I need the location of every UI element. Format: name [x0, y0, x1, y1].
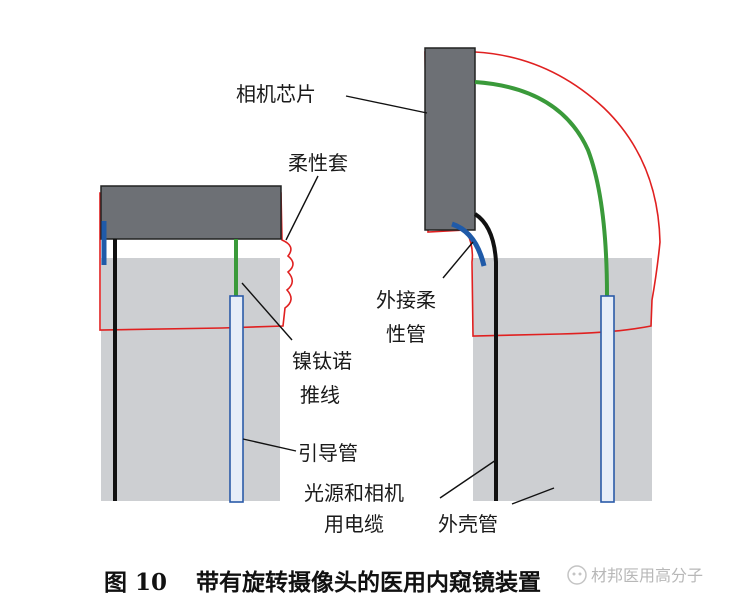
figure-title: 带有旋转摄像头的医用内窥镜装置 — [196, 569, 541, 596]
leader-nitinol-wire — [241, 282, 293, 341]
camera-chip-right — [424, 47, 476, 231]
leader-flexible-sleeve — [285, 175, 319, 241]
cable-right — [473, 212, 498, 501]
guide-tube-left — [229, 295, 244, 503]
label-camera-chip: 相机芯片 — [236, 82, 316, 106]
figure-number: 图 10 — [104, 569, 167, 596]
leader-camera-chip — [345, 95, 428, 114]
external-flex-tube-right — [451, 221, 487, 267]
leader-cable — [439, 459, 497, 499]
label-nitinol-wire-2: 推线 — [300, 383, 340, 407]
label-flexible-sleeve: 柔性套 — [288, 151, 348, 175]
label-nitinol-wire-1: 镍钛诺 — [292, 349, 352, 373]
leader-outer-shell — [511, 487, 555, 505]
label-cable-1: 光源和相机 — [304, 481, 404, 505]
leader-guide-tube — [242, 438, 297, 452]
flexible-sleeve-right — [424, 51, 661, 337]
push-wire-right — [474, 80, 609, 297]
label-cable-2: 用电缆 — [324, 512, 384, 536]
watermark-logo-icon — [567, 565, 587, 585]
outer-shell-right — [473, 258, 652, 501]
outer-shell-left — [101, 258, 280, 501]
label-external-flex-tube-2: 性管 — [386, 322, 426, 346]
label-outer-shell: 外壳管 — [438, 512, 498, 536]
leader-external-flex-tube — [442, 241, 474, 279]
camera-chip-left — [100, 185, 282, 240]
label-external-flex-tube-1: 外接柔 — [376, 288, 436, 312]
label-guide-tube: 引导管 — [298, 441, 358, 465]
watermark: 材邦医用高分子 — [567, 565, 703, 585]
flexible-sleeve-left — [99, 192, 294, 331]
watermark-text: 材邦医用高分子 — [591, 566, 703, 585]
guide-tube-right — [600, 295, 615, 503]
